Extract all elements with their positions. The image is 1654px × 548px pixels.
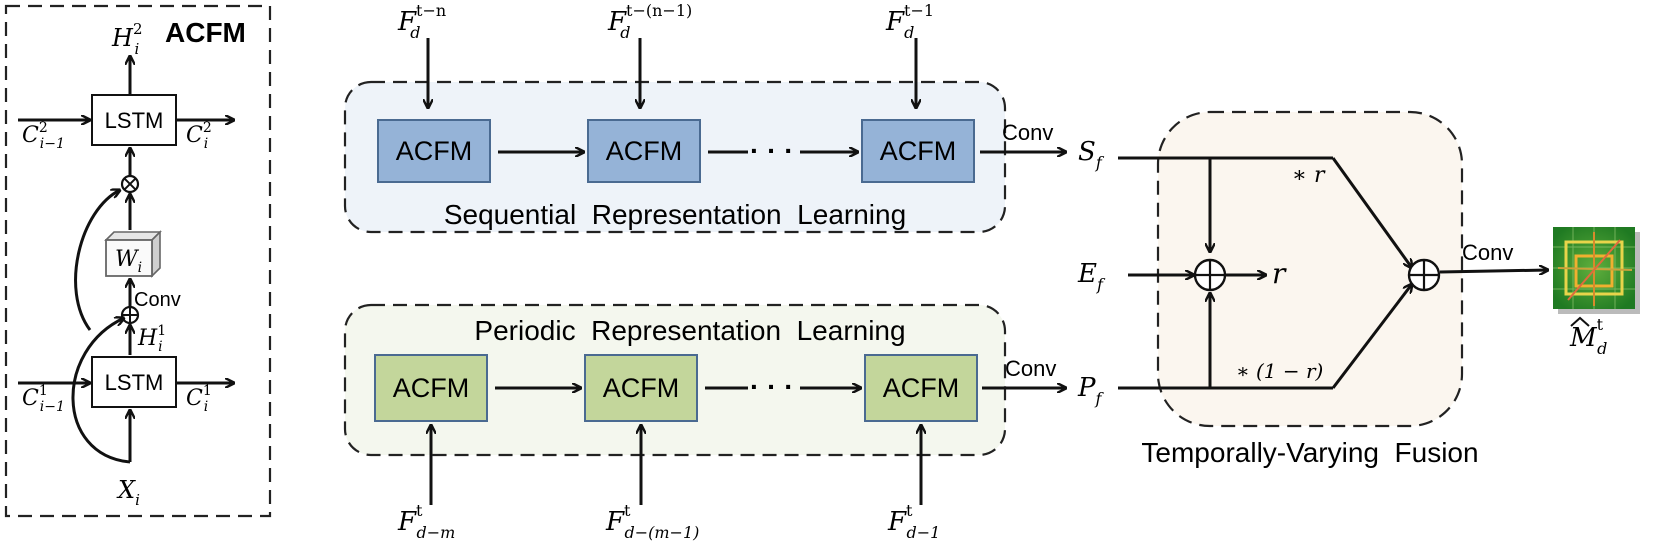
svg-text:Ft−(n−1)d: Ft−(n−1)d <box>607 1 692 42</box>
fusion-caption: Temporally-Varying Fusion <box>1141 437 1478 468</box>
periodic-conv-label: Conv <box>1005 356 1056 381</box>
periodic-acfm-block-3 <box>864 354 978 422</box>
svg-text:Ftd−1: Ftd−1 <box>887 501 940 542</box>
periodic-ellipsis: · · · <box>750 371 794 402</box>
lstm-label-top: LSTM <box>105 108 164 133</box>
weight-1mr-label: ∗ (1 − r) <box>1236 359 1323 383</box>
lstm-label-bottom: LSTM <box>105 370 164 395</box>
svg-text:Ftd−m: Ftd−m <box>397 501 455 542</box>
periodic-caption: Periodic Representation Learning <box>474 315 905 346</box>
svg-text:Ftd−(m−1): Ftd−(m−1) <box>605 501 699 542</box>
multiply-icon <box>120 174 140 194</box>
fusion-add-icon <box>1193 258 1227 292</box>
periodic-acfm-label-3: ACFM <box>883 373 960 403</box>
sequential-acfm-block-2 <box>587 119 701 183</box>
pf-label: Pf <box>1077 373 1105 408</box>
svg-text:Ft−nd: Ft−nd <box>397 1 446 42</box>
periodic-acfm-label-1: ACFM <box>393 373 470 403</box>
fusion-conv-label: Conv <box>1462 240 1513 265</box>
sequential-caption: Sequential Representation Learning <box>444 199 906 230</box>
hat-icon <box>1570 316 1590 327</box>
r-label: r <box>1272 257 1287 290</box>
acfm-panel-border <box>4 4 272 518</box>
periodic-acfm-block-2 <box>584 354 698 422</box>
sequential-acfm-label-3: ACFM <box>880 136 957 166</box>
output-map-roads <box>1557 232 1633 306</box>
svg-text:Ft−1d: Ft−1d <box>885 1 934 42</box>
sequential-ellipsis: · · · <box>750 135 794 166</box>
w-label: Wi <box>115 247 142 276</box>
sequential-acfm-label-1: ACFM <box>396 136 473 166</box>
periodic-acfm-label-2: ACFM <box>603 373 680 403</box>
conv-label-acfm: Conv <box>134 289 181 311</box>
fusion-sum-icon <box>1407 258 1441 292</box>
weight-cube-icon: Wi <box>104 230 162 278</box>
sf-label: Sf <box>1078 137 1105 172</box>
periodic-acfm-block-1 <box>374 354 488 422</box>
sequential-acfm-label-2: ACFM <box>606 136 683 166</box>
periodic-panel: Periodic Representation Learning ACFM AC… <box>343 303 1105 542</box>
x-label: Xi <box>116 476 140 509</box>
fusion-panel: ∗ r Ef r ∗ (1 − r) Conv Temporally-Varyi… <box>1077 110 1548 468</box>
fusion-bg <box>1156 110 1464 428</box>
acfm-panel-title: ACFM <box>165 17 246 48</box>
sequential-input-2: Ft−(n−1)d <box>607 1 692 108</box>
sequential-acfm-block-1 <box>377 119 491 183</box>
ef-label: Ef <box>1077 259 1106 294</box>
weight-r-label: ∗ r <box>1292 163 1326 188</box>
sequential-acfm-block-3 <box>861 119 975 183</box>
sequential-conv-label: Conv <box>1002 120 1053 145</box>
